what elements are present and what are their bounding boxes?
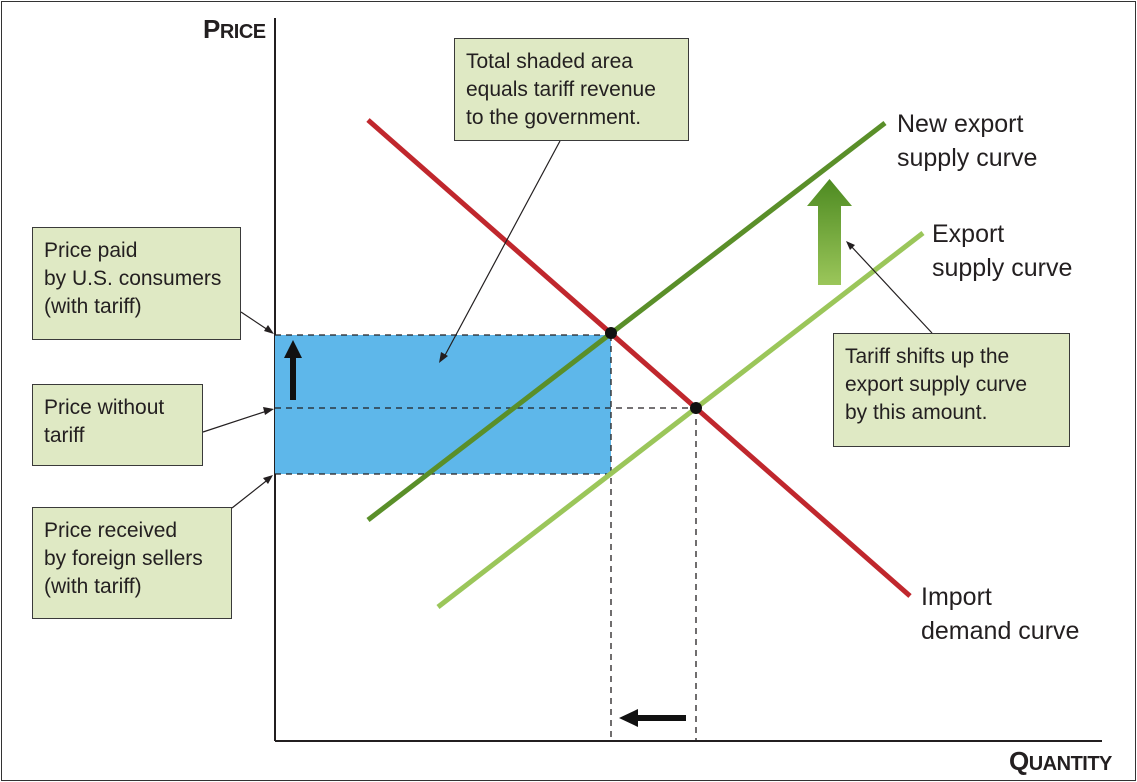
- new-export-supply-curve: [366, 121, 887, 522]
- equilibrium-with-tariff-point: [605, 327, 617, 339]
- equilibrium-without-tariff-point: [690, 402, 702, 414]
- new-export-supply-label: New export supply curve: [897, 110, 1038, 172]
- y-axis-title: PRICE: [203, 14, 266, 45]
- quantity-left-arrow-icon: [619, 709, 686, 727]
- tariff-shift-callout: Tariff shifts up the export supply curve…: [833, 333, 1070, 447]
- y-axis-title-rest: RICE: [219, 21, 266, 43]
- x-axis-title-rest: UANTITY: [1028, 753, 1113, 775]
- shift-arrow-icon: [807, 179, 852, 285]
- import-demand-curve: [366, 118, 912, 598]
- y-axis-title-initial: P: [203, 14, 220, 44]
- price-received-callout: Price received by foreign sellers (with …: [32, 507, 232, 619]
- x-axis-title: QUANTITY: [1009, 746, 1112, 777]
- tariff-revenue-callout: Total shaded area equals tariff revenue …: [454, 38, 689, 141]
- export-supply-curve: [436, 231, 925, 609]
- price-up-arrow-icon: [284, 340, 302, 400]
- export-supply-label: Export supply curve: [932, 220, 1073, 282]
- price-without-leader: [202, 409, 271, 433]
- price-without-tariff-callout: Price without tariff: [32, 384, 203, 466]
- import-demand-label: Import demand curve: [921, 583, 1080, 645]
- price-paid-callout: Price paid by U.S. consumers (with tarif…: [32, 227, 241, 340]
- tariff-shift-leader: [849, 244, 933, 334]
- price-received-leader: [231, 477, 271, 509]
- x-axis-title-initial: Q: [1009, 746, 1029, 776]
- tariff-revenue-leader: [442, 140, 561, 360]
